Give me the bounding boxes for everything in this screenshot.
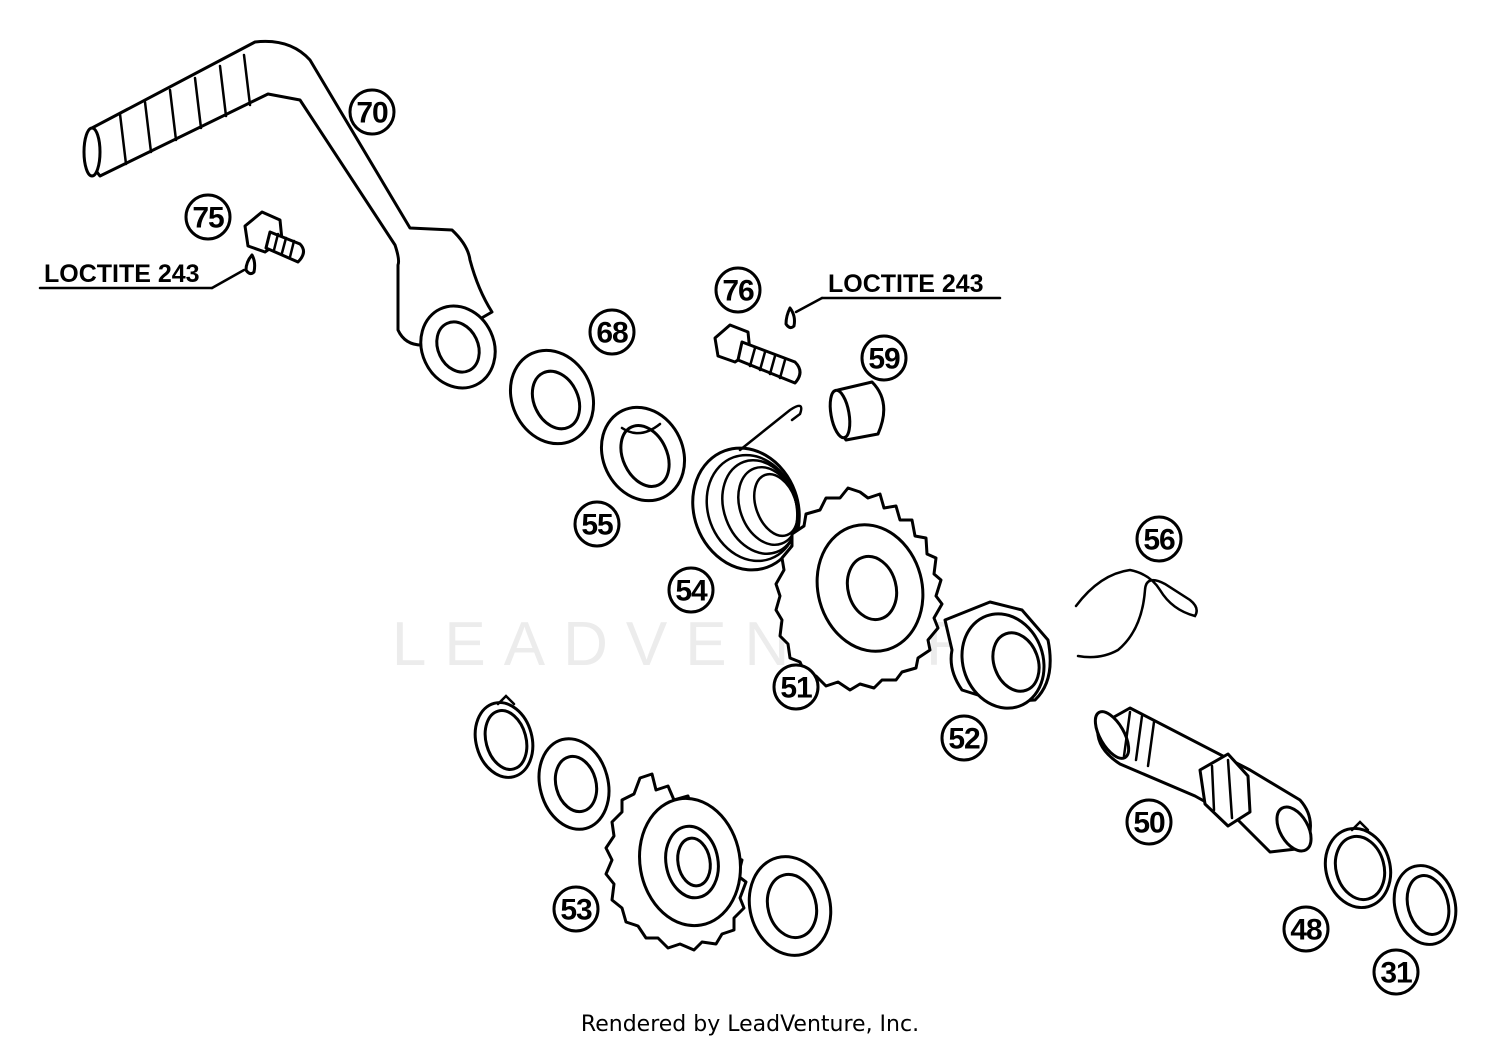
ratchet-part[interactable] [943, 600, 1057, 720]
loctite-drop-icon [244, 253, 257, 276]
kick-spring-part[interactable] [676, 404, 816, 585]
callout-52[interactable]: 52 [940, 714, 988, 762]
callout-55[interactable]: 55 [573, 500, 621, 548]
callout-54[interactable]: 54 [667, 566, 715, 614]
kick-gear-part[interactable] [774, 486, 944, 692]
callout-70[interactable]: 70 [348, 88, 396, 136]
loctite-note-right-text: LOCTITE 243 [828, 270, 984, 298]
callout-50-label: 50 [1133, 807, 1165, 840]
kick-shaft-part[interactable] [1089, 706, 1319, 856]
wire-clip-part[interactable] [1074, 568, 1198, 659]
idler-gear-part[interactable] [604, 772, 750, 952]
lever-bolt-part[interactable] [243, 210, 305, 264]
loctite-note-left-text: LOCTITE 243 [44, 260, 200, 288]
callout-56-label: 56 [1143, 524, 1175, 557]
callout-68-label: 68 [596, 317, 628, 350]
callout-76-label: 76 [722, 275, 754, 308]
callout-48-label: 48 [1290, 914, 1322, 947]
callout-53-label: 53 [560, 894, 592, 927]
callout-31-label: 31 [1380, 957, 1412, 990]
callout-75[interactable]: 75 [184, 193, 232, 241]
washer-part[interactable] [1386, 859, 1465, 952]
callout-31[interactable]: 31 [1372, 948, 1420, 996]
callout-48[interactable]: 48 [1282, 905, 1330, 953]
callout-76[interactable]: 76 [714, 266, 762, 314]
callout-55-label: 55 [581, 509, 613, 542]
loctite-note-left: LOCTITE 243 [38, 260, 246, 290]
callout-52-label: 52 [948, 723, 980, 756]
idler-circlip-part[interactable] [467, 694, 541, 784]
callout-68[interactable]: 68 [588, 308, 636, 356]
bushing-part[interactable] [586, 394, 699, 515]
callout-50[interactable]: 50 [1125, 798, 1173, 846]
seal-ring-part[interactable] [495, 337, 608, 458]
idler-washer-outer-part[interactable] [738, 847, 841, 964]
callout-53[interactable]: 53 [552, 885, 600, 933]
loctite-note-right: LOCTITE 243 [794, 270, 1002, 314]
callout-75-label: 75 [192, 202, 224, 235]
idler-washer-part[interactable] [529, 731, 618, 837]
callout-70-label: 70 [356, 97, 388, 130]
spring-bolt-part[interactable] [713, 323, 802, 385]
callout-51-label: 51 [780, 672, 812, 705]
callout-51[interactable]: 51 [772, 663, 820, 711]
callout-59-label: 59 [868, 343, 900, 376]
spacer-part[interactable] [827, 380, 886, 442]
footer-credit: Rendered by LeadVenture, Inc. [580, 1012, 920, 1037]
circlip-part[interactable] [1317, 820, 1400, 915]
kick-lever-part[interactable] [82, 39, 508, 400]
callout-56[interactable]: 56 [1135, 515, 1183, 563]
callout-59[interactable]: 59 [860, 334, 908, 382]
loctite-drop-icon [784, 306, 796, 330]
callout-54-label: 54 [675, 575, 708, 608]
